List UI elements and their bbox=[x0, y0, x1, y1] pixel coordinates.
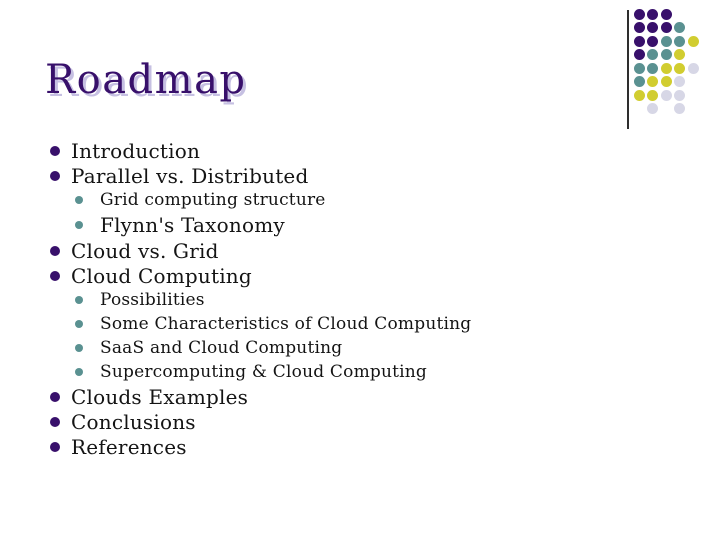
pattern-dot bbox=[660, 8, 672, 20]
accent-line bbox=[627, 10, 629, 129]
pattern-dot bbox=[674, 22, 685, 33]
pattern-dot bbox=[674, 76, 685, 87]
list-item-label: References bbox=[71, 434, 187, 459]
list-item-label: Clouds Examples bbox=[71, 384, 249, 409]
pattern-dot bbox=[674, 89, 685, 101]
list-item-label: SaaS and Cloud Computing bbox=[100, 338, 343, 358]
list-item: Cloud vs. Grid bbox=[50, 238, 690, 263]
bullet-icon bbox=[50, 245, 60, 256]
pattern-dot bbox=[660, 89, 672, 101]
pattern-dot bbox=[687, 35, 699, 47]
bullet-icon bbox=[75, 344, 83, 352]
pattern-dot bbox=[647, 76, 658, 87]
pattern-dot bbox=[633, 8, 645, 20]
slide-title: Roadmap bbox=[45, 57, 247, 103]
list-item: Cloud Computing bbox=[50, 263, 690, 288]
list-item-label: Introduction bbox=[71, 138, 201, 163]
bullet-icon bbox=[75, 221, 83, 229]
list-item: Introduction bbox=[50, 138, 690, 163]
list-item-label: Parallel vs. Distributed bbox=[71, 163, 309, 188]
pattern-dot bbox=[674, 62, 685, 74]
list-item: Clouds Examples bbox=[50, 384, 690, 409]
pattern-dot bbox=[674, 49, 685, 60]
list-item: Grid computing structure bbox=[50, 188, 690, 212]
bullet-icon bbox=[50, 170, 60, 181]
pattern-dot bbox=[660, 62, 672, 74]
pattern-dot bbox=[633, 89, 645, 101]
pattern-dot bbox=[674, 35, 685, 47]
list-item-label: Supercomputing & Cloud Computing bbox=[100, 362, 428, 382]
pattern-dot bbox=[647, 103, 658, 114]
list-item: Supercomputing & Cloud Computing bbox=[50, 360, 690, 384]
pattern-dot bbox=[647, 22, 658, 33]
pattern-dot bbox=[647, 8, 658, 20]
list-item: Some Characteristics of Cloud Computing bbox=[50, 312, 690, 336]
bullet-icon bbox=[75, 368, 83, 376]
bullet-icon bbox=[50, 270, 60, 281]
bullet-icon bbox=[75, 320, 83, 328]
pattern-dot bbox=[674, 103, 685, 114]
pattern-dot bbox=[633, 49, 645, 60]
list-item: Conclusions bbox=[50, 409, 690, 434]
bullet-icon bbox=[75, 296, 83, 304]
bullet-icon bbox=[50, 145, 60, 156]
pattern-dot bbox=[647, 62, 658, 74]
list-item-label: Some Characteristics of Cloud Computing bbox=[100, 314, 472, 334]
list-item-label: Cloud vs. Grid bbox=[71, 238, 219, 263]
list-item: References bbox=[50, 434, 690, 459]
list-item-label: Cloud Computing bbox=[71, 263, 252, 288]
list-item: SaaS and Cloud Computing bbox=[50, 336, 690, 360]
pattern-dot bbox=[660, 76, 672, 87]
pattern-dot bbox=[647, 35, 658, 47]
pattern-dot bbox=[660, 35, 672, 47]
list-item: Parallel vs. Distributed bbox=[50, 163, 690, 188]
bullet-icon bbox=[50, 441, 60, 452]
bullet-icon bbox=[75, 196, 83, 204]
pattern-dot bbox=[633, 35, 645, 47]
bullet-icon bbox=[50, 391, 60, 402]
list-item-label: Conclusions bbox=[71, 409, 196, 434]
pattern-dot bbox=[647, 49, 658, 60]
list-item: Possibilities bbox=[50, 288, 690, 312]
pattern-dot bbox=[660, 49, 672, 60]
list-item: Flynn's Taxonomy bbox=[50, 212, 690, 238]
pattern-dot bbox=[647, 89, 658, 101]
pattern-dot bbox=[633, 62, 645, 74]
pattern-dot bbox=[633, 22, 645, 33]
pattern-dot bbox=[687, 62, 699, 74]
list-item-label: Possibilities bbox=[100, 290, 205, 310]
list-item-label: Flynn's Taxonomy bbox=[100, 213, 285, 237]
list-item-label: Grid computing structure bbox=[100, 190, 326, 210]
pattern-dot bbox=[633, 76, 645, 87]
pattern-dot bbox=[660, 22, 672, 33]
bullet-icon bbox=[50, 416, 60, 427]
